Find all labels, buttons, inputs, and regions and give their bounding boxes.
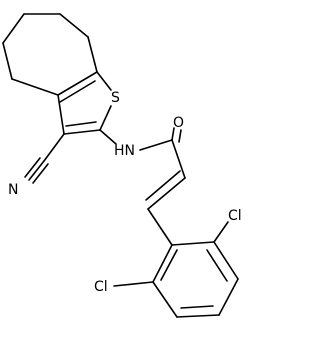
amide-group: [99, 127, 182, 151]
atom-carbonyl-oxygen: O: [173, 115, 184, 131]
triple-bond-line-3: [24, 157, 41, 178]
bond-ar6-cl: [113, 281, 154, 287]
bond-c6-c7: [11, 78, 59, 96]
molecule-svg: S HN N O Cl Cl: [2, 13, 242, 318]
bond-c3-cn: [43, 133, 65, 162]
atom-chlorine-left: Cl: [94, 279, 108, 295]
bond-ar4-ar5-double: [180, 305, 214, 309]
bond-ar6-ar1-double: [160, 249, 178, 281]
bond-c4-c5: [2, 13, 25, 44]
bond-carbonyl-o: [171, 127, 175, 141]
bond-ca-cb-double: [145, 170, 181, 201]
bond-s-c2: [99, 105, 112, 131]
bond-c2-n: [99, 129, 117, 145]
bond-c2-c3: [63, 129, 101, 135]
bond-carbonyl-o-double: [178, 129, 182, 143]
vinyl-chain: [145, 139, 186, 246]
bond-ar2-ar3-double: [206, 249, 228, 282]
bond-c2-c3: [59, 13, 89, 38]
bond-ar6-ar1: [152, 244, 173, 283]
bond-c8a-s: [96, 71, 112, 91]
bond-ar5-ar6: [152, 281, 178, 318]
atom-sulfur: S: [111, 90, 120, 106]
atom-amide-nh: HN: [114, 143, 135, 159]
bond-ar3-ar4: [218, 278, 239, 316]
dichlorophenyl-ring: [113, 221, 239, 318]
bond-ar2-cl: [213, 221, 229, 243]
bond-c2-c3-double: [65, 121, 97, 127]
bond-c3-c3a: [57, 94, 65, 135]
atom-chlorine-top: Cl: [228, 208, 242, 224]
bond-c3a-c8a: [57, 71, 98, 96]
bond-ar2-ar3: [213, 241, 239, 280]
triple-bond-line-2: [32, 163, 49, 184]
bond-c5-c6: [2, 42, 13, 80]
cycloheptane-ring: [2, 13, 98, 96]
bond-n-carbonyl: [139, 139, 173, 151]
bond-c3a-c8a-double: [59, 80, 96, 103]
bond-ar4-ar5: [176, 314, 220, 318]
bond-ar1-ar2: [171, 241, 215, 246]
thiophene-ring: [57, 71, 112, 135]
atom-nitrile-nitrogen: N: [8, 182, 18, 198]
bond-c1-c2: [87, 36, 98, 73]
nitrile-group: [24, 133, 65, 184]
triple-bond-line-1: [28, 160, 45, 181]
bond-carbonyl-ca: [171, 139, 186, 179]
bond-ca-cb: [147, 177, 186, 210]
bond-cb-aryl: [147, 208, 173, 246]
structure-canvas: S HN N O Cl Cl: [2, 13, 242, 318]
